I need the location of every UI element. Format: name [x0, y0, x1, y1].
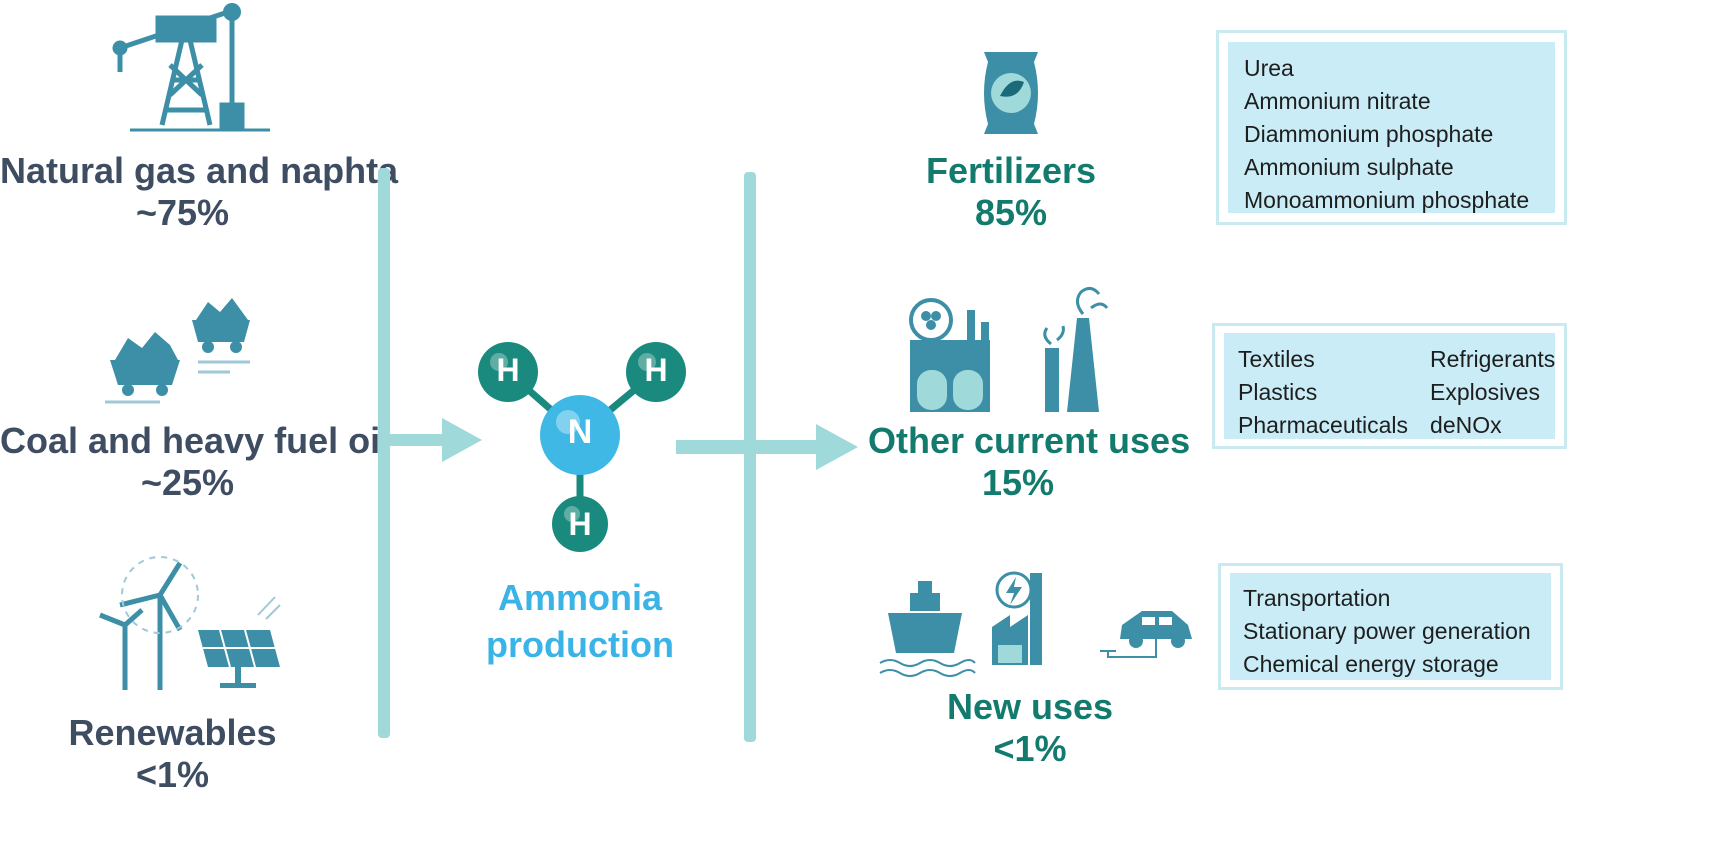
wind-solar-icon — [99, 556, 281, 690]
source-coal-share: ~25% — [140, 462, 235, 504]
left-bracket-bar — [378, 168, 390, 738]
source-natural-gas-label: Natural gas and naphta ~75% — [0, 150, 399, 234]
list-item: Transportation — [1243, 585, 1391, 611]
atom-h-bottom-label: H — [568, 506, 592, 542]
list-item: deNOx — [1430, 412, 1502, 438]
ammonia-molecule-icon — [478, 342, 686, 552]
input-arrow — [390, 418, 482, 462]
use-new-uses-share: <1% — [993, 728, 1067, 770]
list-item: Ammonium nitrate — [1244, 88, 1431, 114]
use-fertilizers-label: Fertilizers 85% — [900, 150, 1122, 235]
source-renewables-share: <1% — [135, 754, 210, 796]
list-item: Diammonium phosphate — [1244, 121, 1494, 147]
source-coal-label: Coal and heavy fuel oil ~25% — [0, 420, 391, 504]
list-item: Pharmaceuticals — [1238, 412, 1409, 438]
use-new-uses-label: New uses <1% — [930, 686, 1130, 771]
coal-cart-icon — [105, 298, 250, 404]
list-item: Chemical energy storage — [1243, 651, 1499, 677]
fertilizer-bag-icon — [984, 52, 1038, 134]
ship-factory-car-icon — [879, 571, 1192, 677]
oil-derrick-icon — [112, 3, 270, 132]
output-arrow — [676, 424, 858, 470]
fertilizers-list: Urea Ammonium nitrate Diammonium phospha… — [1228, 42, 1555, 213]
use-fertilizers-share: 85% — [974, 192, 1048, 234]
atom-h-left-label: H — [496, 352, 520, 388]
use-other-current-label: Other current uses 15% — [868, 420, 1191, 504]
source-renewables-label: Renewables <1% — [0, 712, 345, 797]
list-item: Refrigerants — [1430, 346, 1556, 372]
other-uses-list: Textiles Plastics Pharmaceuticals Refrig… — [1224, 333, 1555, 439]
list-item: Monoammonium phosphate — [1244, 187, 1530, 213]
list-item: Explosives — [1430, 379, 1540, 405]
list-item: Stationary power generation — [1243, 618, 1531, 644]
use-other-current-share: 15% — [981, 462, 1055, 504]
atom-n-label: N — [567, 413, 593, 451]
right-bracket-bar — [744, 172, 756, 742]
atom-h-right-label: H — [644, 352, 668, 388]
chemical-plant-icon — [909, 287, 1109, 412]
list-item: Urea — [1244, 55, 1294, 81]
ammonia-production-label: Ammonia production — [486, 577, 674, 665]
list-item: Textiles — [1238, 346, 1315, 372]
new-uses-list: Transportation Stationary power generati… — [1230, 573, 1551, 680]
list-item: Ammonium sulphate — [1244, 154, 1454, 180]
source-natural-gas-share: ~75% — [135, 192, 230, 234]
list-item: Plastics — [1238, 379, 1318, 405]
